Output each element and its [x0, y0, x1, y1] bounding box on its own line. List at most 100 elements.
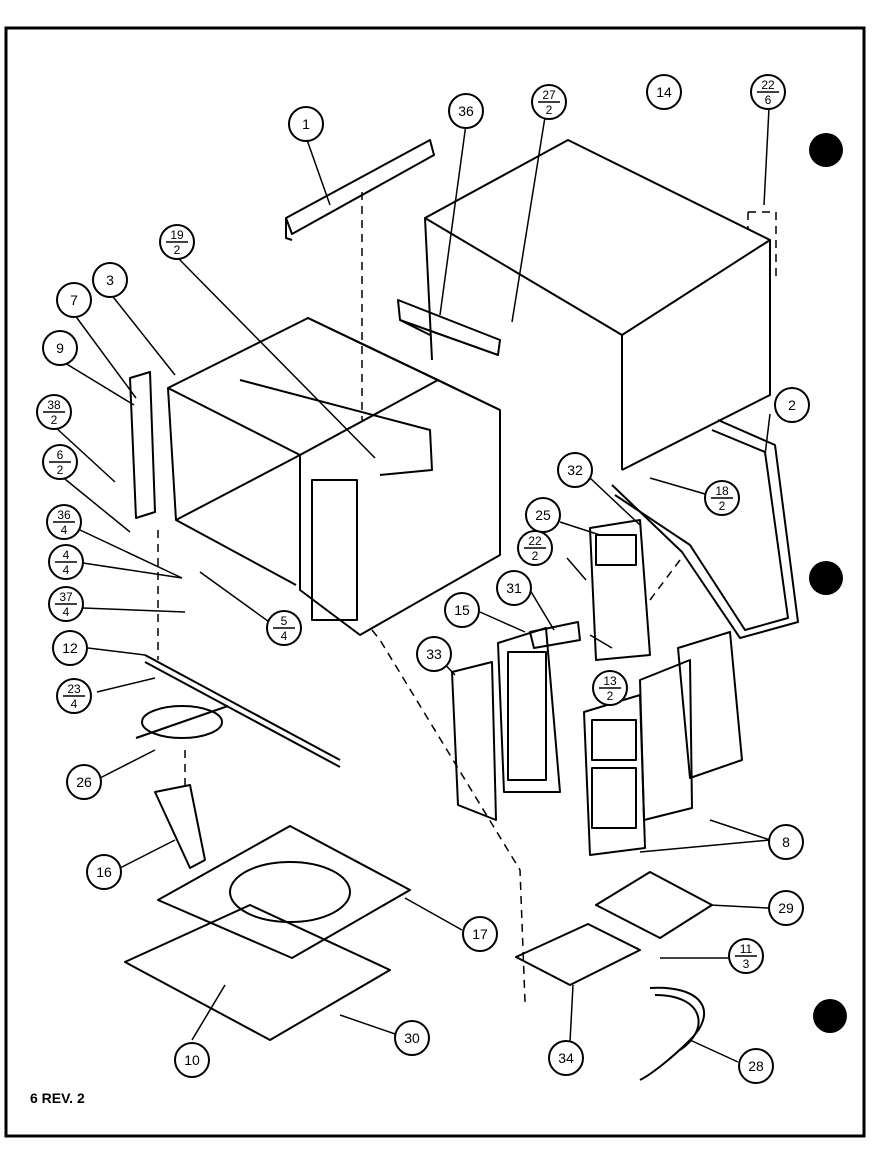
callout-c29: 29	[768, 890, 804, 926]
callout-label: 27	[542, 88, 556, 102]
callout-c11: 113	[728, 938, 764, 974]
callout-label: 10	[184, 1052, 200, 1068]
top-bar	[285, 139, 435, 241]
callout-c25: 25	[525, 497, 561, 533]
latch-housing	[589, 519, 651, 661]
callout-sub-label: 4	[281, 629, 288, 643]
callout-label: 22	[528, 534, 542, 548]
callout-circle	[462, 916, 498, 952]
door-frame	[497, 627, 561, 793]
rod	[144, 654, 341, 768]
callout-circle	[496, 570, 532, 606]
base-plate	[124, 904, 391, 1041]
callout-label: 36	[458, 103, 474, 119]
callout-label: 1	[302, 116, 310, 132]
callout-circle	[66, 764, 102, 800]
callout-sub-label: 2	[51, 413, 58, 427]
callout-circle	[288, 106, 324, 142]
callout-sub-label: 4	[61, 523, 68, 537]
assembly-lines	[157, 192, 777, 1003]
callout-label: 25	[535, 507, 551, 523]
callout-c22a: 226	[750, 74, 786, 110]
callout-c10: 10	[174, 1042, 210, 1078]
callout-circle	[394, 1020, 430, 1056]
callout-label: 12	[62, 640, 78, 656]
callout-circle	[444, 592, 480, 628]
callout-circle	[646, 74, 682, 110]
callout-c32: 32	[557, 452, 593, 488]
callout-sub-label: 2	[174, 243, 181, 257]
choke-cover	[451, 661, 497, 821]
callout-label: 28	[748, 1058, 764, 1074]
callout-sub-label: 3	[743, 957, 750, 971]
callout-c9: 9	[42, 330, 78, 366]
callout-c23: 234	[56, 678, 92, 714]
callout-c34: 34	[548, 1040, 584, 1076]
callout-c30: 30	[394, 1020, 430, 1056]
side-bracket	[129, 371, 156, 519]
callout-c2: 2	[774, 387, 810, 423]
callout-circle	[548, 1040, 584, 1076]
callout-sub-label: 2	[57, 463, 64, 477]
callout-sub-label: 4	[63, 563, 70, 577]
callout-label: 38	[47, 398, 61, 412]
callout-c18: 182	[704, 480, 740, 516]
binder-hole-middle	[809, 561, 843, 595]
callout-c5: 54	[266, 610, 302, 646]
callout-c38: 382	[36, 394, 72, 430]
callout-circle	[92, 262, 128, 298]
control-panel	[583, 631, 743, 856]
callout-circle	[42, 330, 78, 366]
callout-circle	[52, 630, 88, 666]
binder-hole-bottom	[813, 999, 847, 1033]
callout-sub-label: 2	[532, 549, 539, 563]
page-border	[4, 26, 866, 1138]
revision-label: 6 REV. 2	[30, 1090, 85, 1106]
callout-label: 37	[59, 590, 73, 604]
cavity-frame	[167, 317, 501, 636]
callout-circle	[86, 854, 122, 890]
callout-c33: 33	[416, 636, 452, 672]
binder-hole-top	[809, 133, 843, 167]
callout-label: 22	[761, 78, 775, 92]
callout-sub-label: 2	[546, 103, 553, 117]
callout-c36b: 364	[46, 504, 82, 540]
callout-c14: 14	[646, 74, 682, 110]
callout-c16: 16	[86, 854, 122, 890]
callout-c4: 44	[48, 544, 84, 580]
callout-c19: 192	[159, 224, 195, 260]
callout-label: 23	[67, 682, 81, 696]
callout-circle	[768, 890, 804, 926]
callout-c12: 12	[52, 630, 88, 666]
support-16	[154, 784, 206, 869]
callout-c3: 3	[92, 262, 128, 298]
callout-label: 26	[76, 774, 92, 790]
callout-c8: 8	[768, 824, 804, 860]
callout-label: 7	[70, 292, 78, 308]
bottom-panel-34	[515, 923, 641, 986]
callout-circle	[416, 636, 452, 672]
callout-sub-label: 4	[71, 697, 78, 711]
leader-lines	[53, 107, 771, 1063]
callout-c36: 36	[448, 93, 484, 129]
callout-c17: 17	[462, 916, 498, 952]
callout-label: 36	[57, 508, 71, 522]
callout-sub-label: 6	[765, 93, 772, 107]
callout-circle	[56, 282, 92, 318]
callout-label: 3	[106, 272, 114, 288]
callout-circle	[557, 452, 593, 488]
callout-label: 13	[603, 674, 617, 688]
callout-c1: 1	[288, 106, 324, 142]
callout-label: 5	[281, 614, 288, 628]
outer-cabinet	[424, 139, 771, 471]
callout-label: 29	[778, 900, 794, 916]
callout-label: 34	[558, 1050, 574, 1066]
callout-c27: 272	[531, 84, 567, 120]
callout-label: 30	[404, 1030, 420, 1046]
callout-c26: 26	[66, 764, 102, 800]
callout-label: 18	[715, 484, 729, 498]
door-seal	[611, 419, 799, 639]
base-tray	[157, 825, 411, 959]
callout-circle	[774, 387, 810, 423]
